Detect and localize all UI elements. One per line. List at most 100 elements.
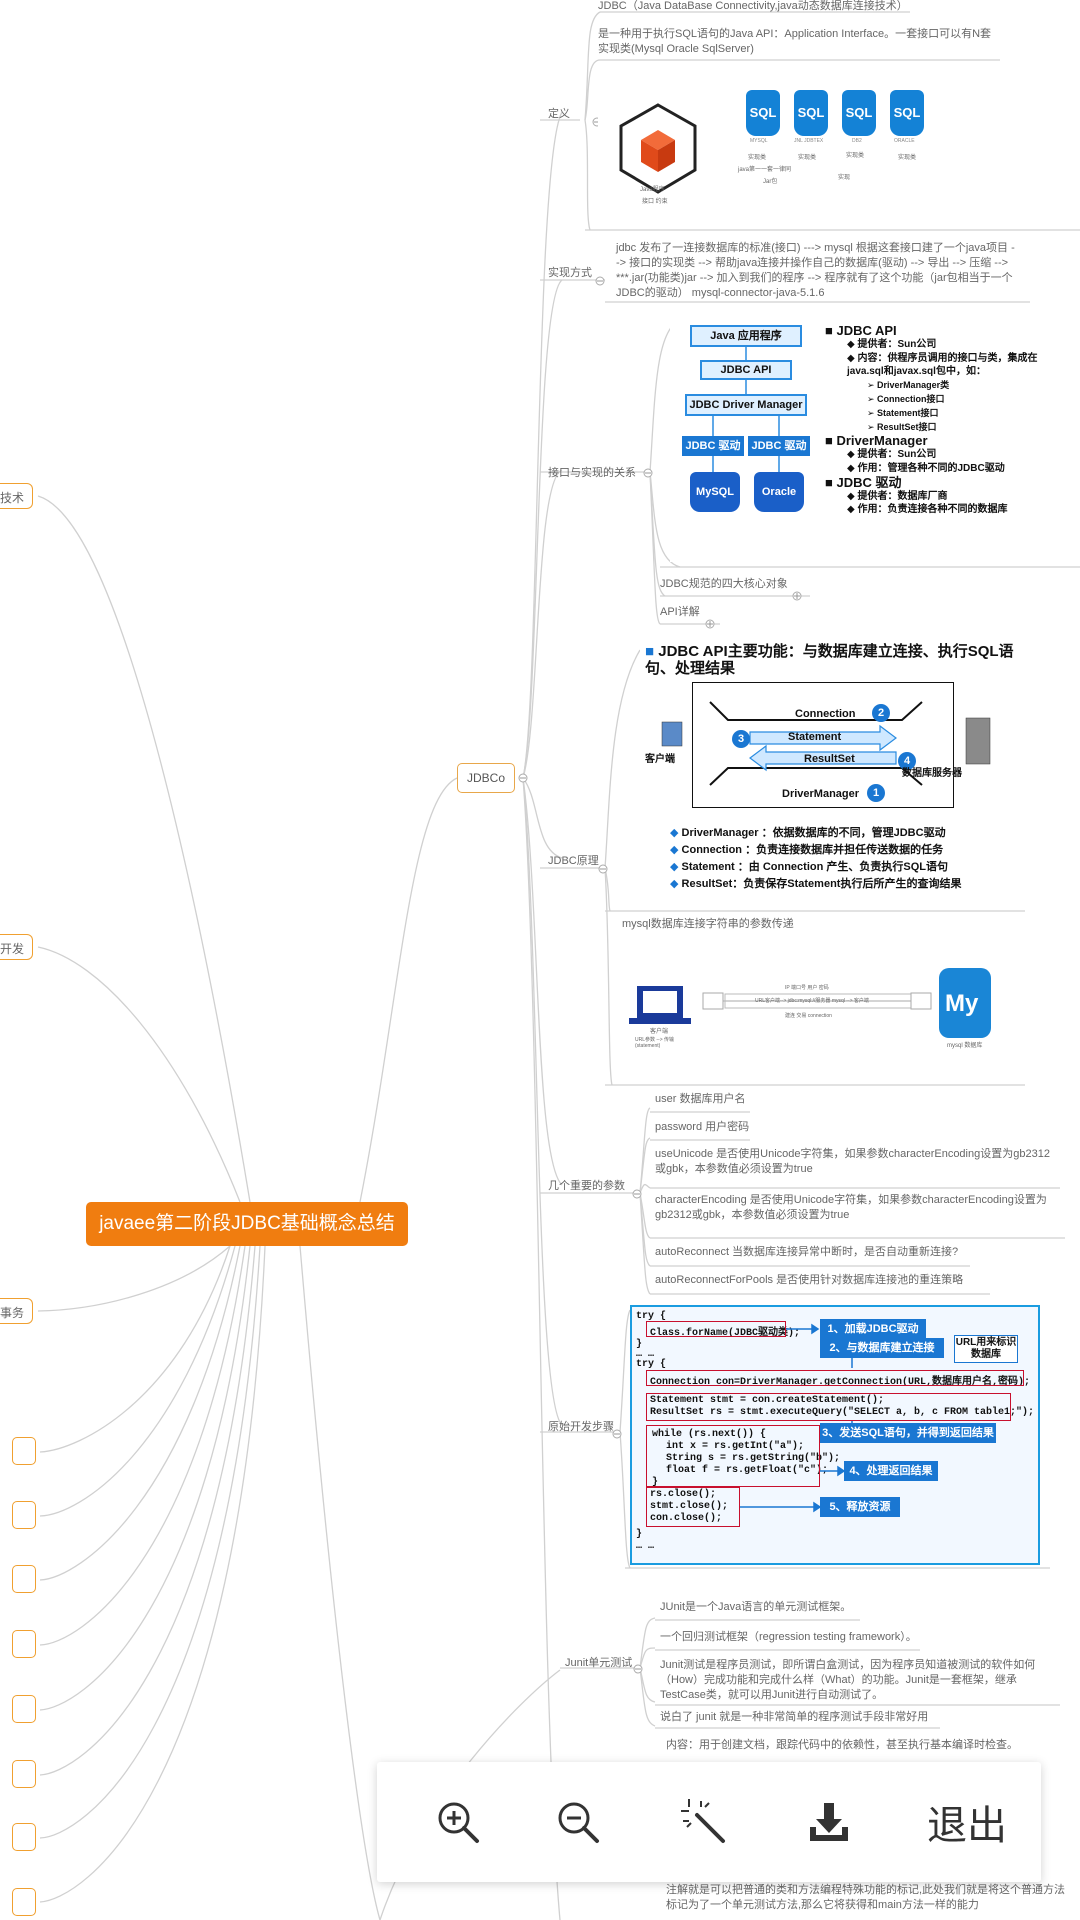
db-name: DB2 <box>852 138 862 144</box>
section-definition[interactable]: 定义 <box>548 108 570 120</box>
root-title: javaee第二阶段JDBC基础概念总结 <box>99 1213 395 1234</box>
exit-label: 退出 <box>927 1804 1007 1848</box>
jdbc-api-box: JDBC API <box>700 360 792 380</box>
collapsed-node[interactable] <box>12 1565 36 1593</box>
package-cube-icon <box>619 103 697 194</box>
db-name: MYSQL <box>750 138 768 144</box>
resultset-label: ResultSet <box>804 753 855 765</box>
param-item: user 数据库用户名 <box>655 1093 746 1105</box>
sql-db-icon: SQL <box>842 90 876 136</box>
branch-node-jdbc[interactable]: JDBCo <box>457 763 515 793</box>
code-highlight <box>646 1321 786 1337</box>
code-highlight <box>646 1370 1024 1386</box>
left-node-dev[interactable]: 开发 <box>0 934 34 960</box>
java-app-box: Java 应用程序 <box>690 325 802 347</box>
collapsed-node[interactable] <box>12 1501 36 1529</box>
left-node-transaction[interactable]: 事务 <box>0 1298 34 1324</box>
section-interface[interactable]: 接口与实现的关系 <box>548 467 636 479</box>
note-heading: ■ DriverManager <box>825 433 928 449</box>
principle-heading: ■ JDBC API主要功能：与数据库建立连接、执行SQL语句、处理结果 <box>645 643 1014 677</box>
code-line: con.close(); <box>650 1513 723 1524</box>
interface-notes: ■ JDBC API ◆ 提供者：Sun公司 ◆ 内容：供程序员调用的接口与类，… <box>825 324 1070 517</box>
step-label: 2、与数据库建立连接 <box>820 1338 944 1358</box>
collapsed-node[interactable] <box>12 1760 36 1788</box>
principle-frame <box>692 682 954 808</box>
sql-db-icon: SQL <box>794 90 828 136</box>
magic-wand-icon <box>681 1799 725 1843</box>
code-line: try { <box>636 1359 667 1370</box>
param-item: autoReconnectForPools 是否使用针对数据库连接池的重连策略 <box>655 1274 964 1286</box>
code-line: float f = rs.getFloat("c"); <box>666 1465 829 1476</box>
branch-label: JDBCo <box>466 771 505 785</box>
zoom-in-icon <box>438 1802 479 1843</box>
principle-bullets: ◆ DriverManager ：依据数据库的不同，管理JDBC驱动 ◆ Con… <box>670 825 1030 893</box>
code-line: } <box>636 1339 643 1350</box>
step-number: 3 <box>732 730 750 748</box>
note-heading: ■ JDBC 驱动 <box>825 474 902 490</box>
code-highlight <box>646 1487 740 1527</box>
step-label: 5、释放资源 <box>820 1497 900 1517</box>
zoom-in-button[interactable] <box>423 1790 493 1854</box>
junit-item: 注解就是可以把普通的类和方法编程特殊功能的标记,此处我们就是将这个普通方法标记为… <box>666 1884 1066 1911</box>
code-line: Class.forName(JDBC驱动类); <box>650 1328 801 1339</box>
mindmap-toolbar: 退出 <box>377 1762 1041 1882</box>
root-node[interactable]: javaee第二阶段JDBC基础概念总结 <box>86 1202 408 1246</box>
server-label: 数据库服务器 <box>902 768 962 779</box>
param-item: autoReconnect 当数据库连接异常中断时，是否自动重新连接? <box>655 1246 959 1258</box>
left-node-label: 技术 <box>0 491 25 505</box>
code-line: } <box>652 1477 659 1488</box>
code-line: … … <box>636 1541 655 1552</box>
step-number: 2 <box>872 704 890 722</box>
note-subitem: ➢ ResultSet接口 <box>867 421 937 432</box>
implementation-text: jdbc 发布了一连接数据库的标准(接口) ---> mysql 根据这套接口建… <box>616 242 1015 299</box>
note-item: ◆ 作用：管理各种不同的JDBC驱动 <box>847 462 1005 474</box>
code-line: ResultSet rs = stmt.executeQuery("SELECT… <box>650 1407 1035 1418</box>
section-principle[interactable]: JDBC原理 <box>548 855 599 867</box>
code-highlight <box>646 1425 820 1487</box>
section-implementation[interactable]: 实现方式 <box>548 267 592 279</box>
interface-diagram: Java 应用程序 JDBC API JDBC Driver Manager J… <box>670 318 1070 562</box>
note-subitem: ➢ DriverManager类 <box>867 380 950 391</box>
mysql-params-title: mysql数据库连接字符串的参数传递 <box>622 918 794 930</box>
download-icon <box>810 1803 848 1841</box>
section-params[interactable]: 几个重要的参数 <box>548 1180 625 1192</box>
sub-core-objects[interactable]: JDBC规范的四大核心对象 <box>660 578 788 590</box>
jar-note: java第一一套一律同 <box>738 167 792 173</box>
sub-api-detail[interactable]: API详解 <box>660 606 700 618</box>
collapsed-node[interactable] <box>12 1695 36 1723</box>
url-top: IP 端口号 用户 密码 <box>785 985 829 991</box>
exit-button[interactable]: 退出 <box>912 1790 1022 1854</box>
left-node-tech[interactable]: 技术 <box>0 483 34 509</box>
bullet: ◆ DriverManager ：依据数据库的不同，管理JDBC驱动 <box>670 827 946 839</box>
principle-diagram: ■ JDBC API主要功能：与数据库建立连接、执行SQL语句、处理结果 Con… <box>640 640 1030 905</box>
note-subitem: ➢ Statement接口 <box>867 407 939 418</box>
code-line: try { <box>636 1311 667 1322</box>
zoom-out-button[interactable] <box>543 1790 613 1854</box>
db-name: JNL JDBTEX <box>794 138 824 144</box>
mysql-caption: mysql 数据库 <box>947 1043 983 1049</box>
url-bottom: 建连 交易 connection <box>785 1013 832 1019</box>
note-subitem: ➢ Connection接口 <box>867 393 945 404</box>
note-item: ◆ 内容：供程序员调用的接口与类，集成在java.sql和javax.sql包中… <box>847 352 1038 378</box>
collapsed-node[interactable] <box>12 1823 36 1851</box>
sql-db-icon: SQL <box>746 90 780 136</box>
junit-item: JUnit是一个Java语言的单元测试框架。 <box>660 1601 852 1613</box>
db-name: ORACLE <box>894 138 915 144</box>
code-line: stmt.close(); <box>650 1501 729 1512</box>
collapsed-node[interactable] <box>12 1888 36 1916</box>
statement-label: Statement <box>788 731 842 743</box>
url-note: URL用来标识数据库 <box>954 1335 1018 1363</box>
left-node-label: 开发 <box>0 942 25 956</box>
section-steps[interactable]: 原始开发步骤 <box>548 1421 614 1433</box>
note-item: ◆ 提供者：Sun公司 <box>847 449 937 461</box>
magic-wand-button[interactable] <box>669 1790 739 1854</box>
code-line: while (rs.next()) { <box>652 1429 767 1440</box>
param-item: password 用户密码 <box>655 1121 750 1133</box>
note-item: ◆ 作用：负责连接各种不同的数据库 <box>847 504 1008 516</box>
collapsed-node[interactable] <box>12 1630 36 1658</box>
download-button[interactable] <box>794 1790 864 1854</box>
code-line: Connection con=DriverManager.getConnecti… <box>650 1377 1031 1388</box>
section-junit[interactable]: Junit单元测试 <box>565 1657 633 1669</box>
collapsed-node[interactable] <box>12 1437 36 1465</box>
